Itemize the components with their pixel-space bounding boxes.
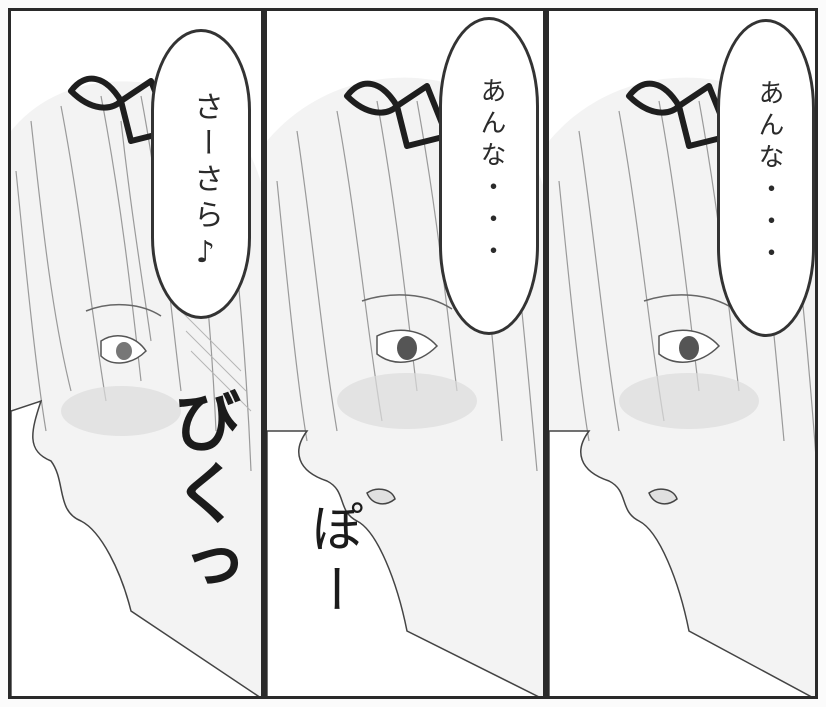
sound-effect-text: びくっ <box>161 386 240 602</box>
panel-1: さーさら♪ びくっ <box>8 8 264 699</box>
speech-bubble <box>717 19 815 337</box>
panel-3: あんな・・・ <box>546 8 818 699</box>
speech-bubble <box>151 29 251 319</box>
panel-2: あんな・・・ ぽー <box>264 8 546 699</box>
speech-text: あんな・・・ <box>754 79 784 271</box>
speech-text: あんな・・・ <box>476 77 506 269</box>
sound-effect-text: ぽー <box>302 501 362 625</box>
speech-text: さーさら♪ <box>188 91 223 276</box>
speech-bubble <box>439 17 539 335</box>
